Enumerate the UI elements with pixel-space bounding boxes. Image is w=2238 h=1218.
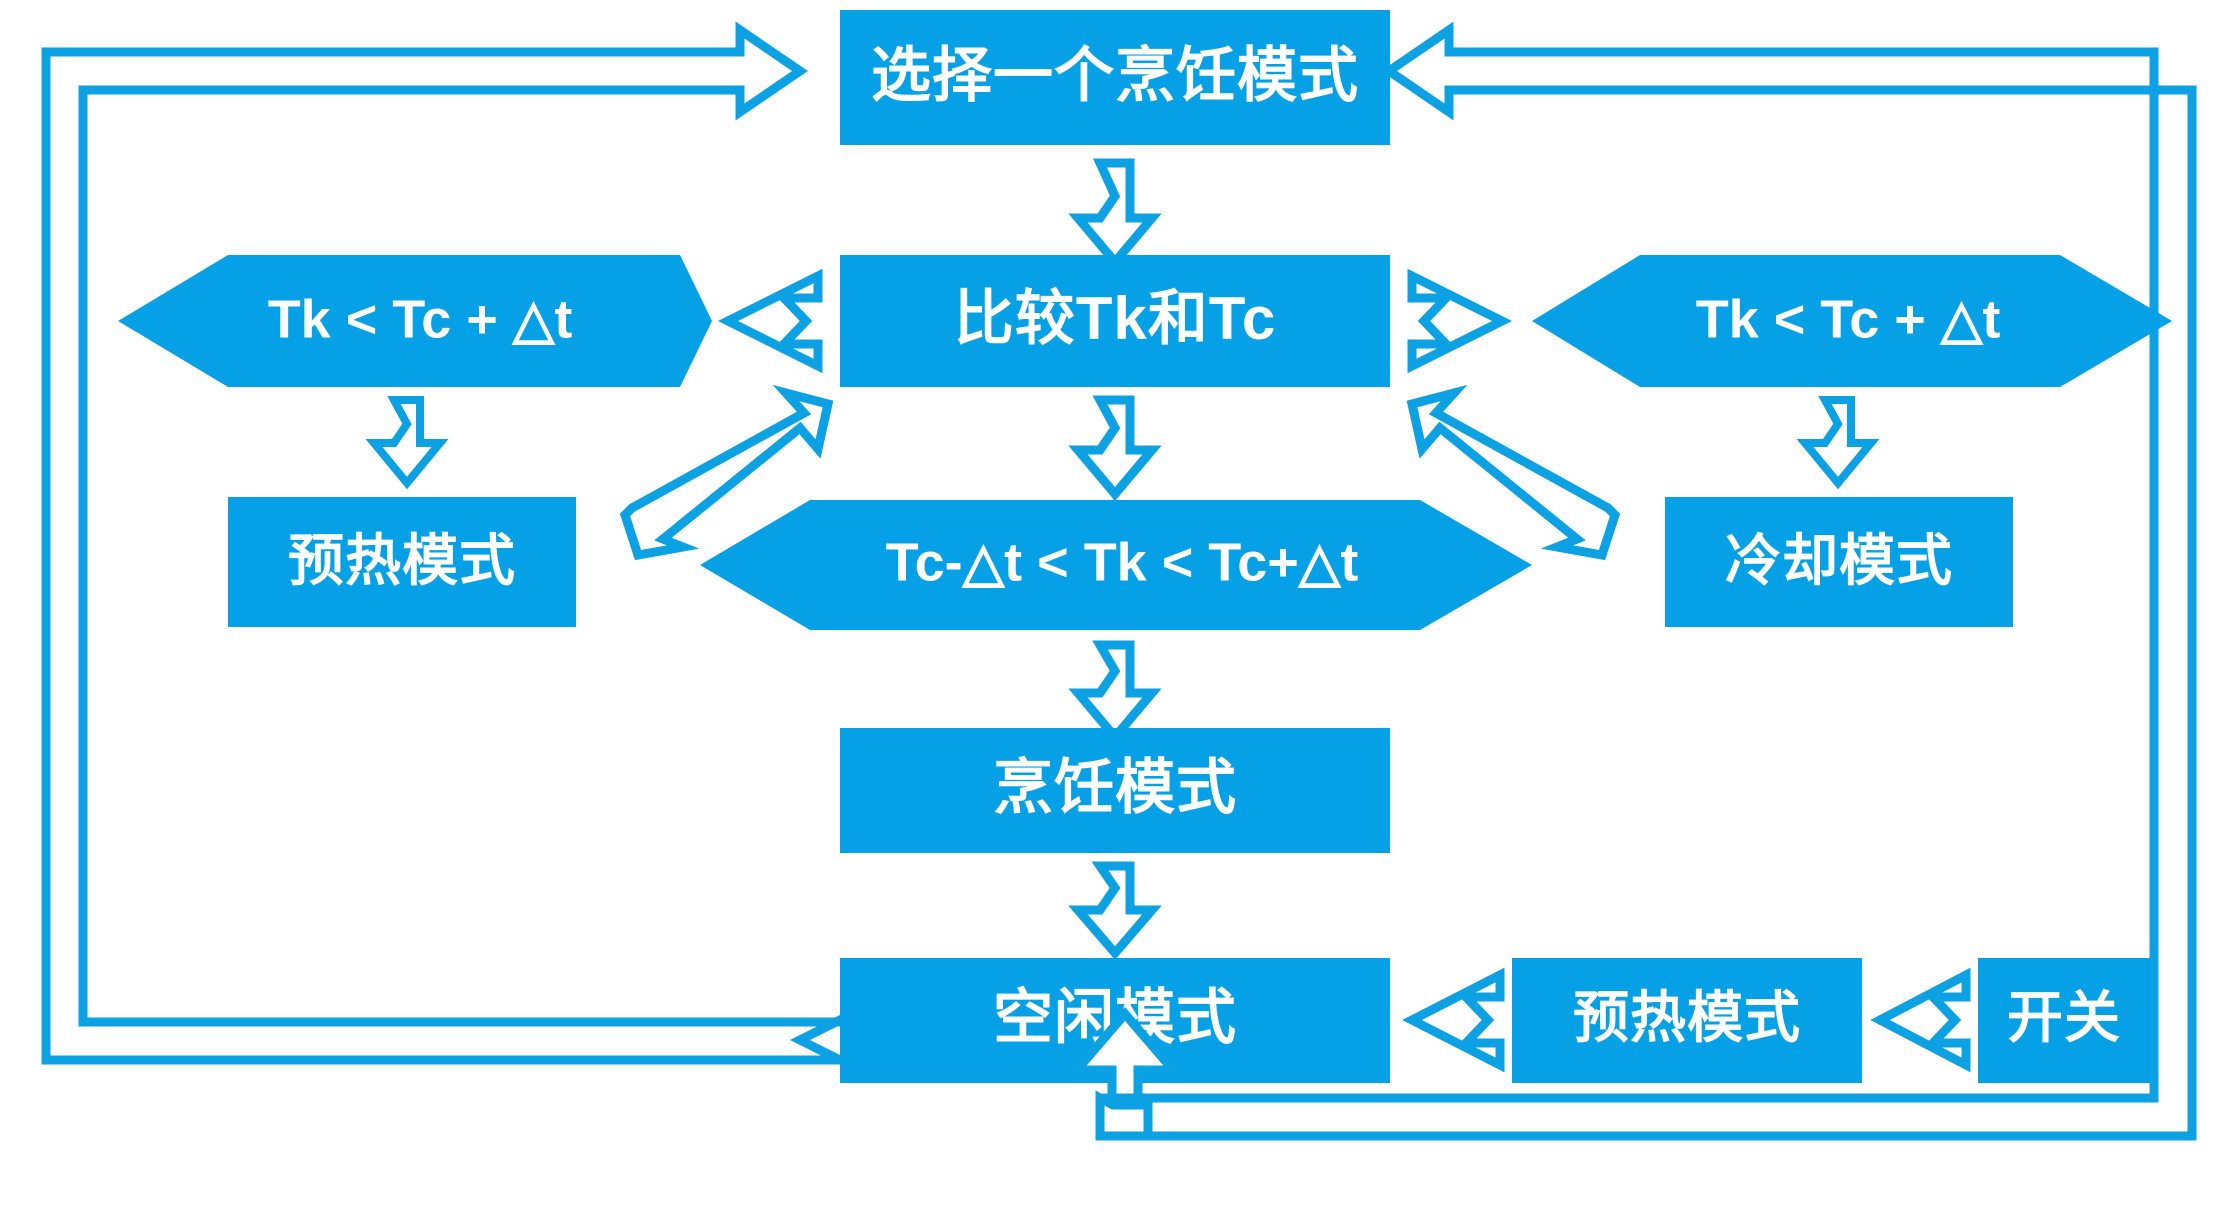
arrow-switch-to-preheat-bot [1870,967,1971,1073]
node-cond-left-label: Tk < Tc + △t [268,289,573,349]
arrow-compare-to-cond-right [1407,268,1513,374]
node-preheat-bottom-label: 预热模式 [1573,986,1801,1049]
node-cond-left[interactable]: Tk < Tc + △t [118,255,712,387]
arrow-select-to-compare [1068,158,1162,269]
arrow-preheat-bot-to-idle [1402,967,1505,1073]
node-select-mode[interactable]: 选择一个烹饪模式 [840,10,1390,145]
arrow-cond-mid-to-cooking [1068,640,1162,744]
node-cond-mid[interactable]: Tc-△t < Tk < Tc+△t [700,500,1532,630]
node-cooling-right[interactable]: 冷却模式 [1665,497,2013,627]
arrow-compare-to-cond-left [717,268,823,374]
arrow-cond-left-to-preheat [365,396,449,490]
node-select-mode-label: 选择一个烹饪模式 [871,42,1359,109]
node-cooking-label: 烹饪模式 [993,754,1237,821]
arrow-cooling-right-to-compare [1406,384,1621,561]
loop-right-outer [1095,21,2197,1141]
loop-left-outer [41,21,845,1065]
arrow-compare-to-cond-mid [1068,395,1162,501]
node-preheat-left-label: 预热模式 [288,529,516,592]
node-preheat-bottom[interactable]: 预热模式 [1512,958,1862,1083]
node-cooling-right-label: 冷却模式 [1725,529,1953,592]
node-switch[interactable]: 开关 [1978,958,2150,1083]
arrow-preheat-left-to-compare [619,384,834,561]
node-cond-right-label: Tk < Tc + △t [1696,289,2001,349]
arrow-cooking-to-idle [1068,861,1162,960]
node-compare-label: 比较Tk和Tc [954,285,1277,352]
node-cooking[interactable]: 烹饪模式 [840,728,1390,853]
node-preheat-left[interactable]: 预热模式 [228,497,576,627]
node-cond-right[interactable]: Tk < Tc + △t [1532,255,2172,387]
node-compare[interactable]: 比较Tk和Tc [840,255,1390,387]
loop-bottom-arrowhead [1067,1007,1183,1141]
node-switch-label: 开关 [2007,986,2121,1049]
node-cond-mid-label: Tc-△t < Tk < Tc+△t [886,532,1359,592]
arrow-cond-right-to-cooling [1796,396,1880,490]
